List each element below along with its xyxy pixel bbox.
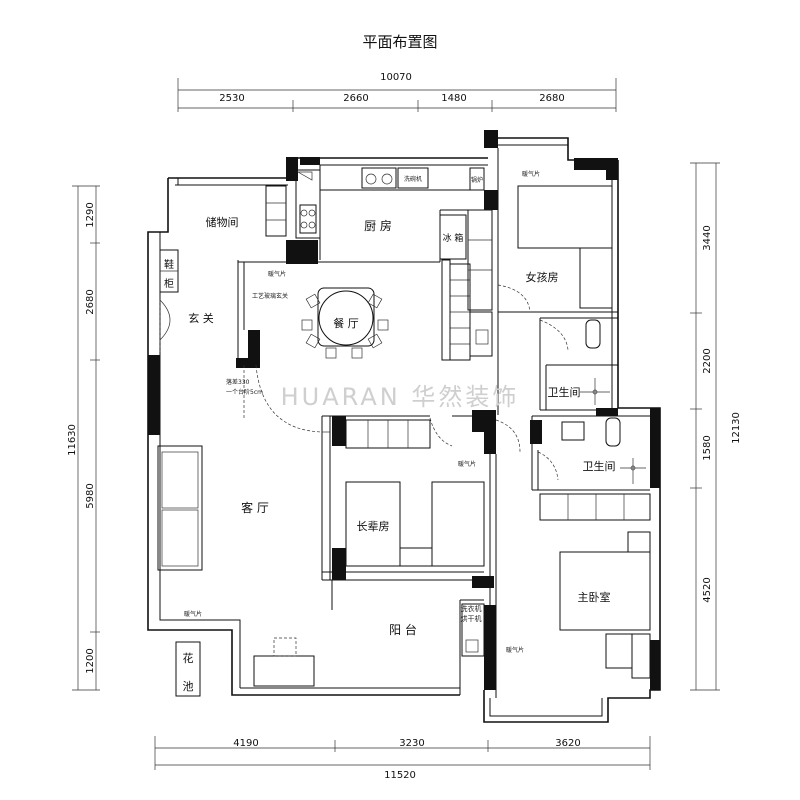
- watermark: HUARAN 华然装饰: [281, 383, 520, 411]
- radiator-note-1: 暖气片: [268, 270, 286, 278]
- dim-bottom-total: 11520: [384, 770, 416, 781]
- wall-columns: [148, 130, 660, 690]
- kitchen-fixtures: 洗碗机 锅炉 冰 箱: [295, 167, 485, 260]
- dim-right-seg-2: 2200: [702, 348, 713, 373]
- room-labels: 储物间 厨 房 玄 关 餐 厅 女孩房 卫生间 卫生间 客 厅 长辈房 阳 台 …: [183, 215, 616, 693]
- elder-room-furniture: [345, 415, 485, 567]
- radiator-note-3: 暖气片: [458, 460, 476, 468]
- kitchen-label: 厨 房: [364, 218, 392, 233]
- girls-room-furniture: [467, 185, 613, 357]
- dim-right-seg-3: 1580: [702, 435, 713, 460]
- page-title: 平面布置图: [362, 33, 437, 51]
- balcony-label: 阳 台: [389, 622, 417, 637]
- dining-table: [301, 287, 389, 359]
- boiler-label: 锅炉: [471, 176, 483, 184]
- dim-top-total: 10070: [380, 72, 412, 83]
- elder-room-label: 长辈房: [357, 519, 390, 533]
- glass-entry-note: 工艺玻璃玄关: [252, 292, 288, 300]
- dim-top-seg-1: 2530: [219, 93, 244, 104]
- dimension-right: 3440 2200 1580 4520 12130: [690, 162, 742, 691]
- dimension-top: 10070 2530 2660 1480 2680: [177, 72, 617, 112]
- shoe-cabinet-label-1: 鞋: [164, 258, 174, 271]
- dishwasher-label: 洗碗机: [404, 175, 422, 183]
- radiator-note-4: 暖气片: [184, 610, 202, 618]
- dryer-label: 烘干机: [461, 614, 482, 623]
- fridge-label: 冰 箱: [443, 232, 464, 244]
- bathroom-1-label: 卫生间: [548, 385, 581, 399]
- bathroom-2-label: 卫生间: [583, 459, 616, 473]
- dim-top-seg-4: 2680: [539, 93, 564, 104]
- dim-left-seg-2: 2680: [85, 289, 96, 314]
- balcony-fixtures: [175, 603, 485, 697]
- dim-bottom-seg-1: 4190: [233, 738, 258, 749]
- dim-right-seg-1: 3440: [702, 225, 713, 250]
- outer-walls: [147, 137, 661, 723]
- dim-bottom-seg-2: 3230: [399, 738, 424, 749]
- girls-room-label: 女孩房: [526, 270, 559, 284]
- radiator-note-2: 暖气片: [522, 170, 540, 178]
- dining-label: 餐 厅: [333, 316, 359, 330]
- living-room-label: 客 厅: [241, 500, 269, 515]
- radiator-note-5: 暖气片: [506, 646, 524, 654]
- dim-bottom-seg-3: 3620: [555, 738, 580, 749]
- dim-left-seg-4: 1200: [85, 648, 96, 673]
- master-bedroom-label: 主卧室: [578, 590, 611, 604]
- dim-left-seg-1: 1290: [85, 202, 96, 227]
- windows: [177, 178, 471, 361]
- entrance-fixtures: 鞋 柜: [159, 249, 179, 352]
- flower-bed-label-2: 池: [183, 680, 194, 693]
- dim-top-seg-3: 1480: [441, 93, 466, 104]
- washer-label: 洗衣机: [461, 604, 482, 613]
- internal-walls: [237, 148, 650, 698]
- master-bedroom-furniture: [495, 419, 651, 679]
- dim-right-seg-4: 4520: [702, 577, 713, 602]
- dim-right-total: 12130: [731, 412, 742, 444]
- shoe-cabinet-label-2: 柜: [164, 277, 174, 290]
- dim-top-seg-2: 2660: [343, 93, 368, 104]
- flower-bed-label-1: 花: [183, 652, 194, 665]
- annotation-notes: 暖气片 工艺玻璃玄关 落差330 一个台阶5cm 暖气片 暖气片 暖气片 暖气片: [184, 170, 540, 654]
- storage-room-label: 储物间: [206, 215, 239, 229]
- dim-left-seg-3: 5980: [85, 483, 96, 508]
- bathroom-fixtures: [537, 319, 646, 484]
- level-diff-note-2: 一个台阶5cm: [226, 388, 263, 396]
- entrance-label: 玄 关: [188, 311, 214, 325]
- dimension-left: 11630 1290 2680 5980 1200: [67, 185, 100, 691]
- dimension-bottom: 4190 3230 3620 11520: [154, 736, 651, 781]
- living-room-furniture: [157, 364, 330, 571]
- level-diff-note-1: 落差330: [226, 378, 250, 386]
- dim-left-total: 11630: [67, 424, 78, 456]
